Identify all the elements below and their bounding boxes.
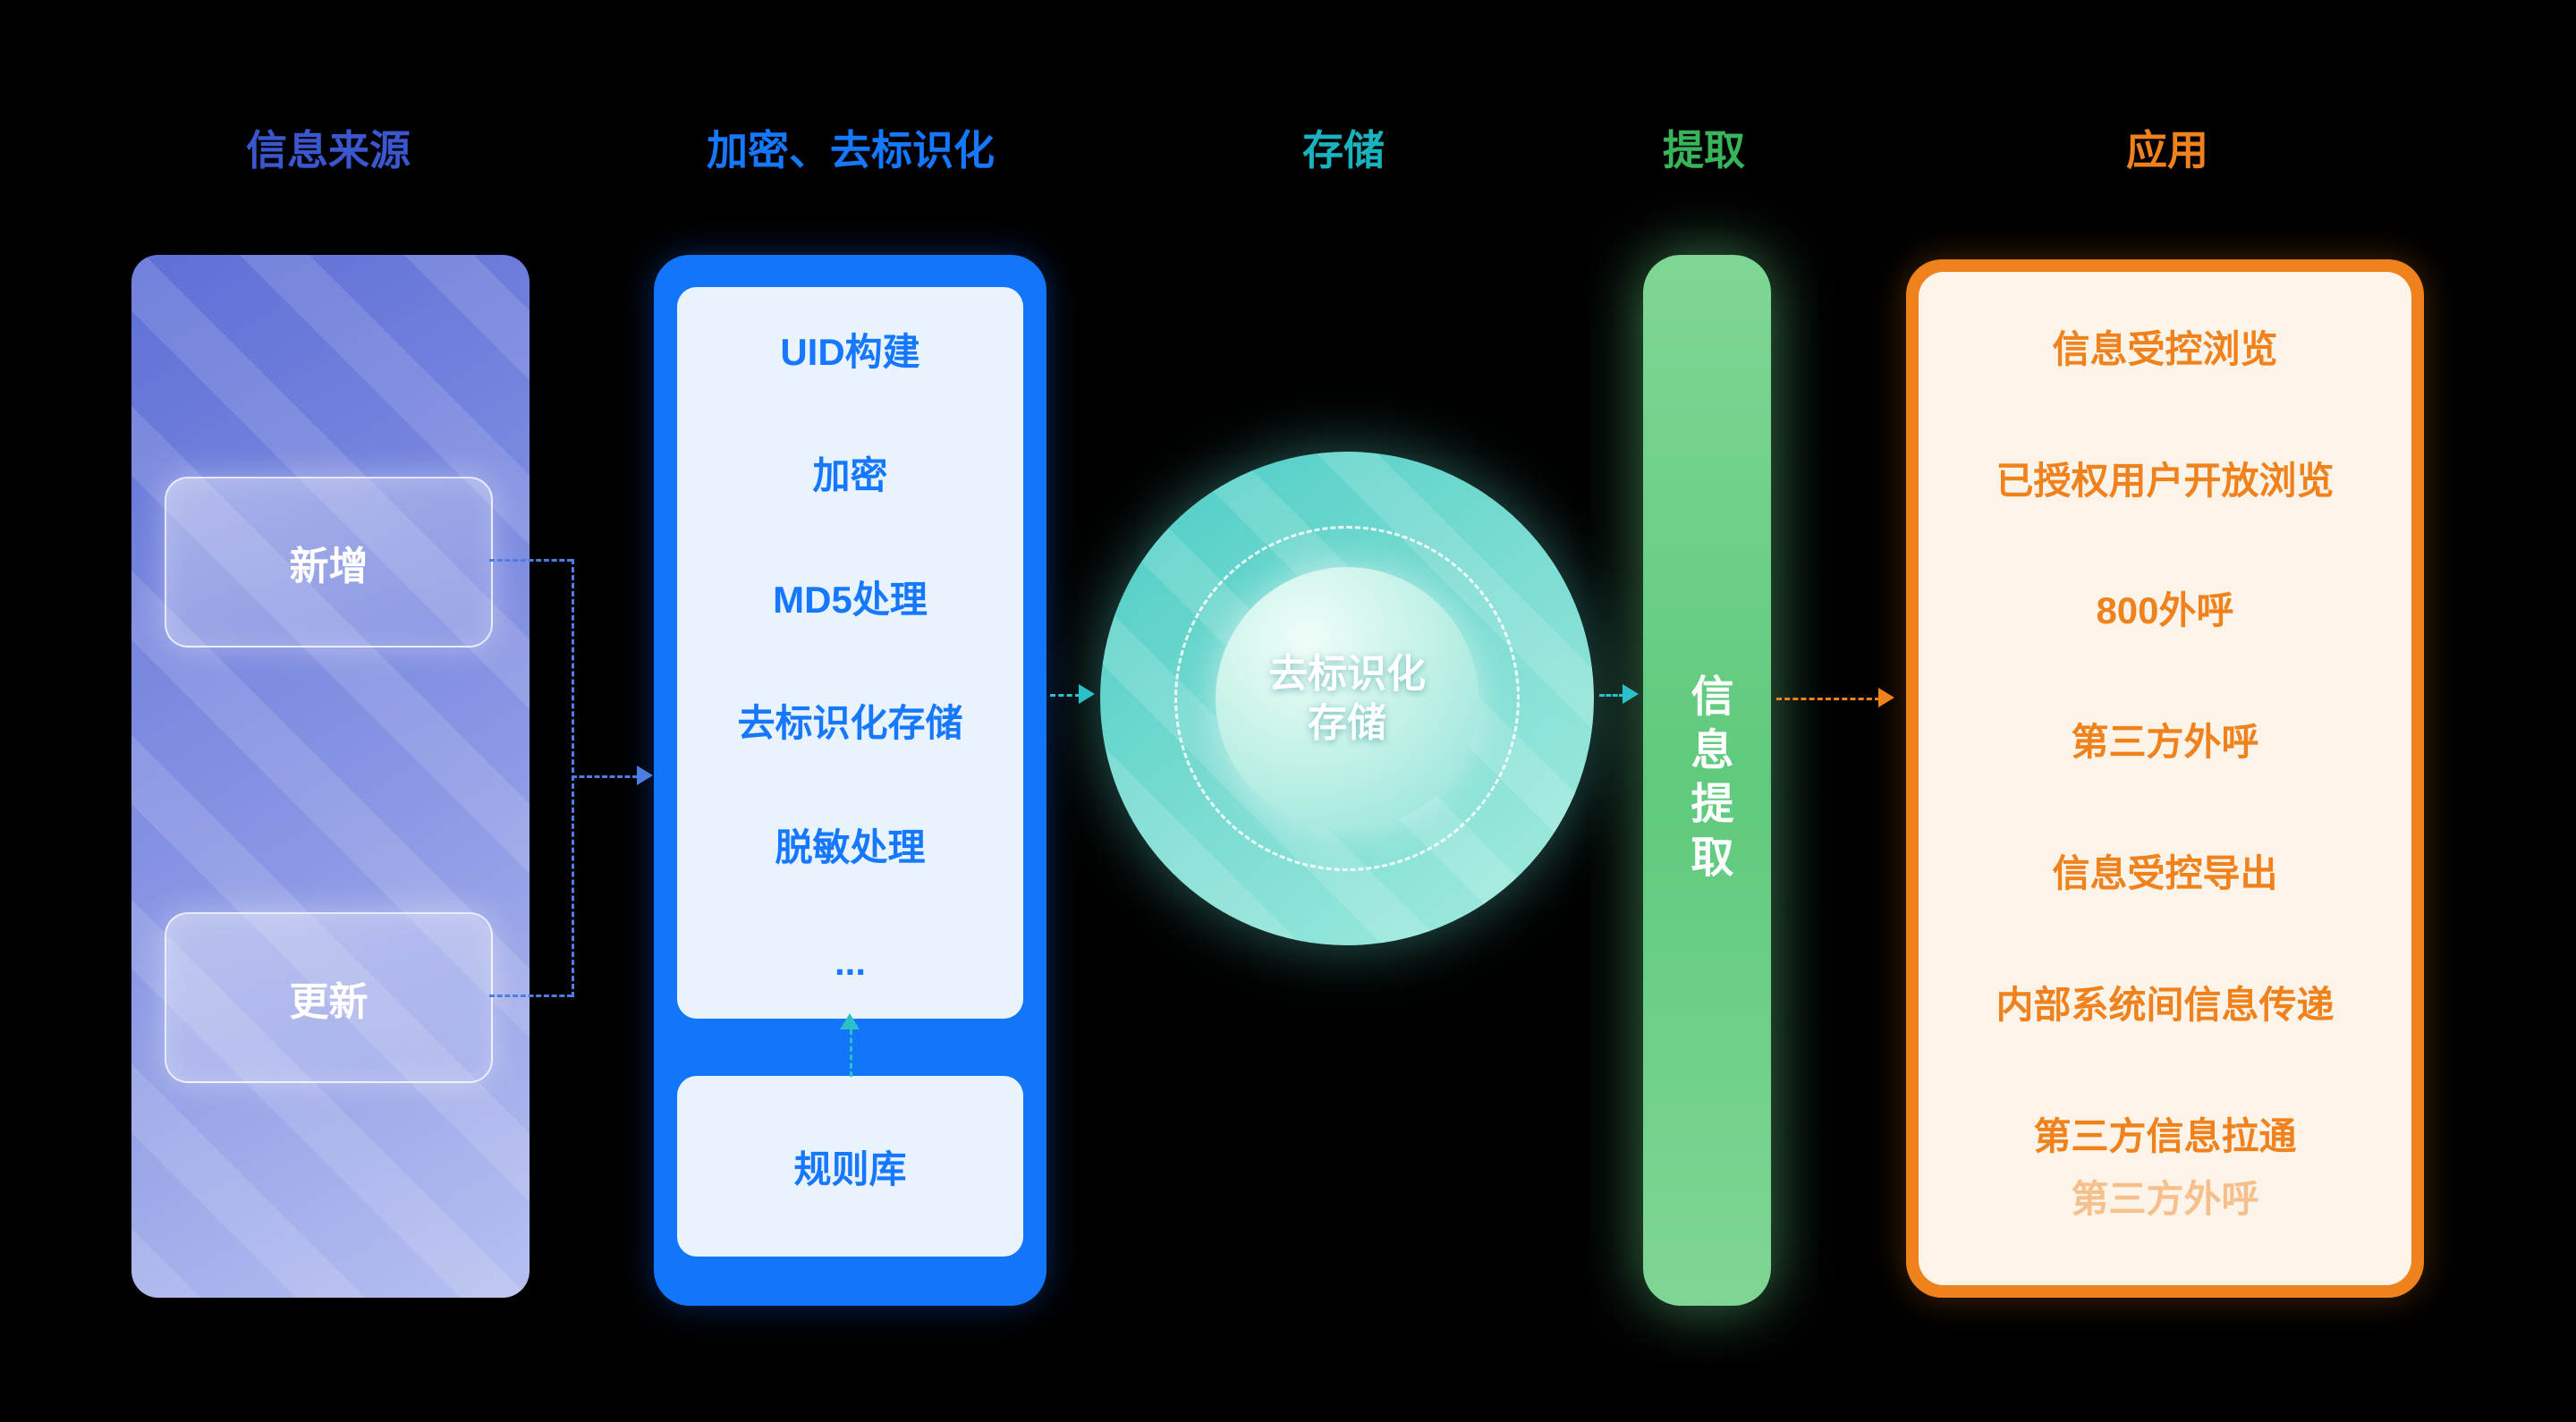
application-item-thirdparty-call: 第三方外呼 xyxy=(2071,721,2259,763)
rule-library-box: 规则库 xyxy=(677,1076,1023,1257)
encrypt-step-ellipsis: ... xyxy=(834,941,866,984)
encrypt-panel: UID构建 加密 MD5处理 去标识化存储 脱敏处理 ... 规则库 xyxy=(654,255,1046,1306)
arrowhead-to-encrypt xyxy=(637,766,653,785)
encrypt-step-deid-store: 去标识化存储 xyxy=(737,702,963,745)
storage-inner-circle: 去标识化 存储 xyxy=(1216,567,1479,830)
encrypt-steps-box: UID构建 加密 MD5处理 去标识化存储 脱敏处理 ... xyxy=(677,287,1023,1019)
source-panel: 新增 更新 xyxy=(131,255,530,1298)
arrow-line-rulelib-up xyxy=(850,1029,852,1077)
application-item-thirdparty-link: 第三方信息拉通 xyxy=(2033,1115,2297,1157)
encrypt-step-md5: MD5处理 xyxy=(773,578,928,621)
storage-dashed-ring xyxy=(1174,526,1520,871)
storage-label-line2: 存储 xyxy=(1308,701,1386,745)
source-item-new: 新增 xyxy=(165,477,493,648)
column-title-encrypt: 加密、去标识化 xyxy=(707,127,995,174)
column-title-extract: 提取 xyxy=(1663,127,1745,174)
source-item-update: 更新 xyxy=(165,912,493,1083)
arrowhead-storage-to-extract xyxy=(1623,684,1639,704)
arrowhead-extract-to-app xyxy=(1878,688,1894,707)
storage-circle: 去标识化 存储 xyxy=(1100,452,1594,945)
application-item-controlled-browse: 信息受控浏览 xyxy=(2052,328,2278,370)
application-item-controlled-export: 信息受控导出 xyxy=(2052,852,2278,894)
arrowhead-rulelib-up xyxy=(840,1013,860,1029)
application-panel: 信息受控浏览 已授权用户开放浏览 800外呼 第三方外呼 信息受控导出 内部系统… xyxy=(1906,259,2424,1298)
encrypt-step-encrypt: 加密 xyxy=(812,454,888,497)
column-title-source: 信息来源 xyxy=(246,127,411,174)
column-title-application: 应用 xyxy=(2126,127,2208,174)
arrow-line-source-merge xyxy=(572,559,574,997)
source-panel-stripes xyxy=(131,255,530,1298)
arrow-line-storage-to-extract xyxy=(1599,694,1624,697)
application-item-authorized-browse: 已授权用户开放浏览 xyxy=(1996,460,2334,502)
encrypt-step-uid: UID构建 xyxy=(780,330,920,373)
arrowhead-encrypt-to-storage xyxy=(1079,684,1095,704)
arrow-line-update-out xyxy=(489,995,572,997)
application-item-thirdparty-call-faded: 第三方外呼 xyxy=(2071,1178,2259,1220)
extract-bar-label: 信息提取 xyxy=(1683,673,1732,888)
application-panel-inner xyxy=(1919,272,2411,1285)
storage-label-line1: 去标识化 xyxy=(1268,652,1426,696)
arrow-line-to-encrypt xyxy=(572,775,638,778)
column-title-storage: 存储 xyxy=(1302,127,1385,174)
arrow-line-extract-to-app xyxy=(1776,698,1880,700)
arrow-line-new-out xyxy=(489,559,572,562)
extract-bar: 信息提取 xyxy=(1643,255,1771,1306)
application-item-internal-transfer: 内部系统间信息传递 xyxy=(1996,984,2334,1026)
arrow-line-encrypt-to-storage xyxy=(1050,694,1080,697)
application-item-800-call: 800外呼 xyxy=(2096,589,2234,631)
encrypt-step-mask: 脱敏处理 xyxy=(775,825,926,868)
